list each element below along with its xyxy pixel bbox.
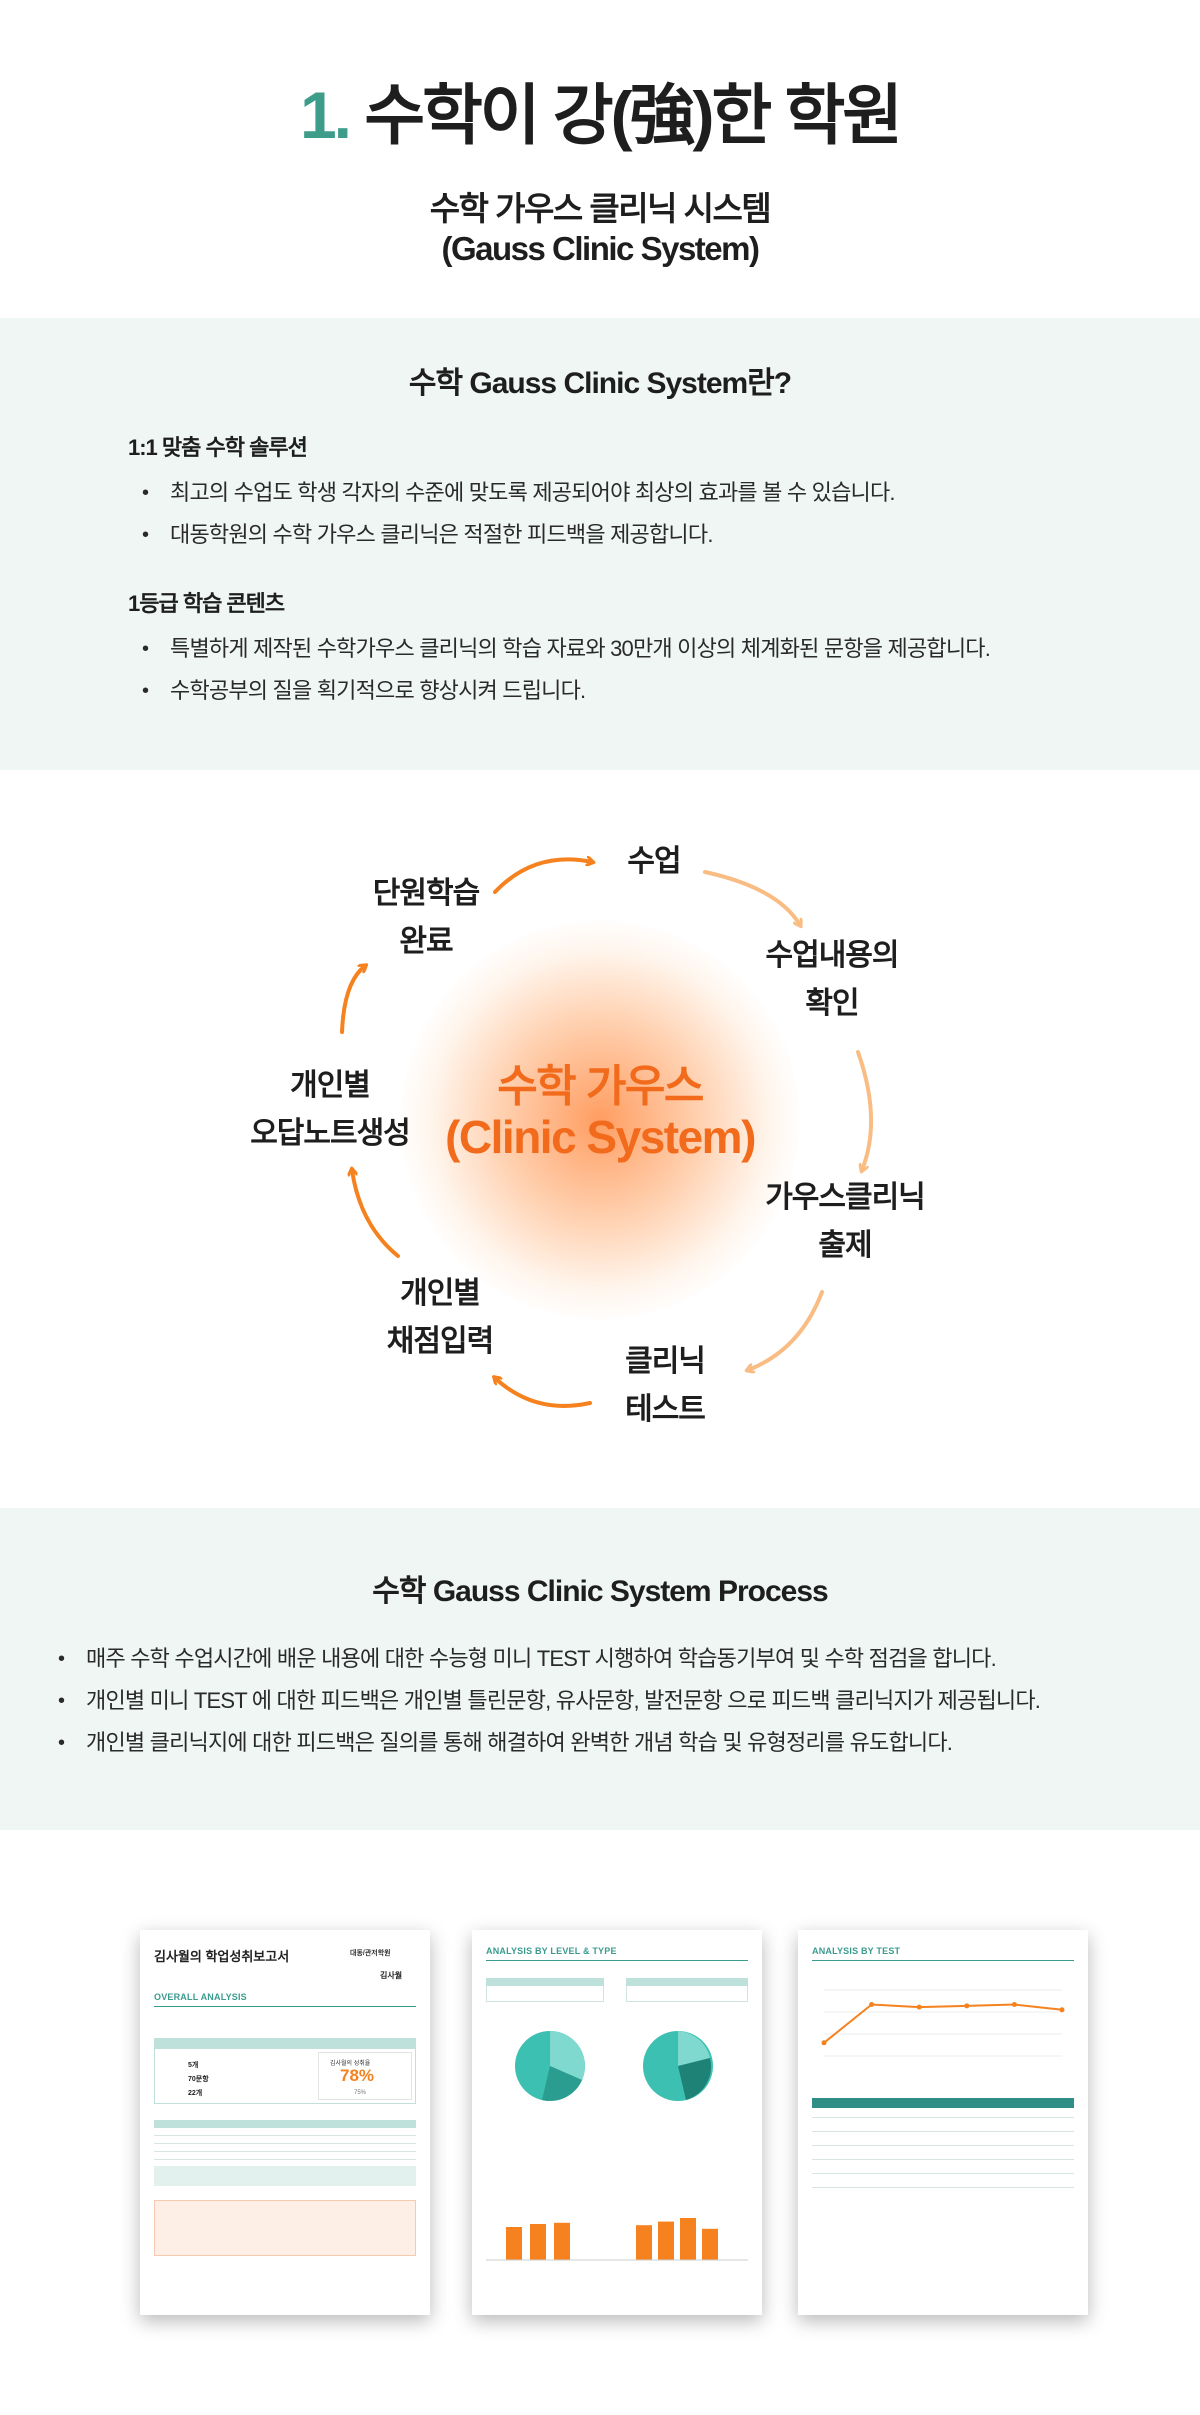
title-text: 수학이 강(強)한 학원 — [364, 78, 903, 152]
intro-heading: 수학 Gauss Clinic System란? — [408, 367, 792, 400]
report-section-title: ANALYSIS BY LEVEL & TYPE — [486, 1946, 617, 1956]
list-item: 매주 수학 수업시간에 배운 내용에 대한 수능형 미니 TEST 시행하여 학… — [44, 1638, 1184, 1680]
group-title: 1등급 학습 콘텐츠 — [128, 591, 285, 616]
bar-mark — [530, 2224, 546, 2260]
report-samples: 김사월의 학업성취보고서 대동/관저학원 김사월 OVERALL ANALYSI… — [0, 1830, 1200, 2415]
pie-level-slice-2 — [542, 2066, 582, 2101]
subtitle-korean: 수학 가우스 클리닉 시스템 — [429, 190, 772, 227]
arrow-grading-to-note — [352, 1170, 400, 1258]
line-point — [916, 2004, 922, 2010]
count-3: 22개 — [188, 2090, 203, 2097]
bar-mark — [636, 2225, 652, 2260]
cycle-center-subtitle: (Clinic System) — [445, 1111, 756, 1163]
line-point — [1011, 2002, 1017, 2008]
arrow-check-to-clinic — [856, 1050, 874, 1170]
bar-charts — [486, 2218, 748, 2261]
report-thumbnail-test: ANALYSIS BY TEST — [798, 1930, 1088, 2315]
step-class: 수업 — [627, 845, 681, 878]
cycle-center-title: 수학 가우스 — [497, 1062, 704, 1111]
report-thumbnail-overall: 김사월의 학업성취보고서 대동/관저학원 김사월 OVERALL ANALYSI… — [140, 1930, 430, 2315]
arrow-test-to-grading — [495, 1378, 592, 1408]
pie-level-slice — [550, 2031, 585, 2080]
pie-type-slice-2 — [678, 2058, 712, 2100]
bar-mark — [554, 2222, 570, 2260]
report-title: 김사월의 학업성취보고서 — [154, 1949, 290, 1964]
report-thumbnail-level-type: ANALYSIS BY LEVEL & TYPE — [472, 1930, 762, 2315]
group-title: 1:1 맞춤 수학 솔루션 — [128, 435, 308, 460]
arrow-clinic-to-test — [748, 1290, 824, 1370]
pie-type-slice — [678, 2031, 710, 2066]
arrow-class-to-check — [703, 870, 800, 925]
intro-section: 수학 Gauss Clinic System란? 1:1 맞춤 수학 솔루션 최… — [0, 318, 1200, 770]
report-section-title: ANALYSIS BY TEST — [812, 1946, 901, 1956]
count-2: 70문항 — [188, 2076, 209, 2083]
list-item: 수학공부의 질을 획기적으로 향상시켜 드립니다. — [128, 670, 1128, 712]
arrow-note-to-complete — [340, 966, 365, 1034]
list-item: 최고의 수업도 학생 각자의 수준에 맞도록 제공되어야 최상의 효과를 볼 수… — [128, 472, 1128, 514]
process-section: 수학 Gauss Clinic System Process 매주 수학 수업시… — [0, 1508, 1200, 1830]
arrow-complete-to-class — [493, 859, 592, 894]
test-line-chart — [821, 1989, 1065, 2057]
line-point — [821, 2040, 827, 2046]
list-item: 개인별 미니 TEST 에 대한 피드백은 개인별 틀린문항, 유사문항, 발전… — [44, 1680, 1184, 1722]
page-title: 1. 수학이 강(強)한 학원 — [0, 62, 1200, 158]
report-student-name: 김사월 — [380, 1971, 403, 1980]
bar-mark — [702, 2228, 718, 2260]
avg-value: 75% — [354, 2090, 367, 2096]
list-item: 대동학원의 수학 가우스 클리닉은 적절한 피드백을 제공합니다. — [128, 514, 1128, 556]
bar-mark — [680, 2218, 696, 2260]
title-number: 1. — [299, 78, 352, 152]
process-heading: 수학 Gauss Clinic System Process — [372, 1575, 828, 1608]
line-point — [964, 2003, 970, 2009]
score-value: 78% — [340, 2066, 375, 2085]
bar-mark — [506, 2227, 522, 2260]
hero-section: 1. 수학이 강(強)한 학원 수학 가우스 클리닉 시스템 (Gauss Cl… — [0, 0, 1200, 318]
pie-charts — [515, 2031, 713, 2101]
bar-mark — [658, 2221, 674, 2260]
line-point — [869, 2002, 875, 2008]
list-item: 개인별 클리닉지에 대한 피드백은 질의를 통해 해결하여 완벽한 개념 학습 … — [44, 1722, 1184, 1764]
report-section-title: OVERALL ANALYSIS — [154, 1992, 247, 2002]
cycle-arrows — [340, 770, 874, 1408]
intro-group-solution: 1:1 맞춤 수학 솔루션 최고의 수업도 학생 각자의 수준에 맞도록 제공되… — [128, 430, 1128, 556]
list-item: 특별하게 제작된 수학가우스 클리닉의 학습 자료와 30만개 이상의 체계화된… — [128, 628, 1128, 670]
center-glow — [400, 920, 800, 1320]
subtitle-english: (Gauss Clinic System) — [441, 230, 760, 267]
score-label: 김사월의 성취율 — [330, 2061, 371, 2067]
line-point — [1059, 2007, 1065, 2013]
intro-group-content: 1등급 학습 콘텐츠 특별하게 제작된 수학가우스 클리닉의 학습 자료와 30… — [128, 586, 1128, 712]
count-1: 5개 — [188, 2062, 199, 2069]
series-line — [823, 2003, 1063, 2044]
report-academy: 대동/관저학원 — [350, 1950, 391, 1957]
